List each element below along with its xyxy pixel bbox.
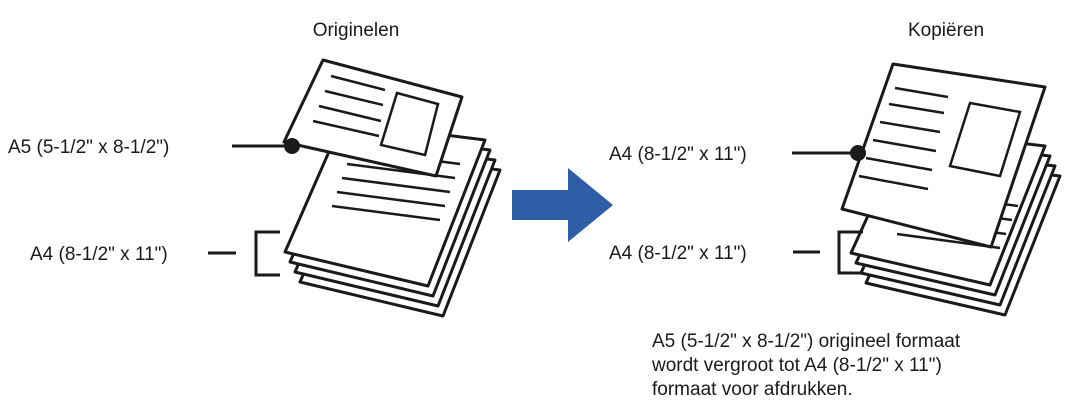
copy-top-dot bbox=[850, 145, 866, 161]
note-line-2: wordt vergroot tot A4 (8-1/2" x 11") bbox=[652, 355, 942, 376]
original-top-label: A5 (5-1/2" x 8-1/2") bbox=[8, 137, 169, 158]
original-top-dot bbox=[284, 138, 300, 154]
original-a5-image-box bbox=[379, 91, 440, 157]
enlarge-arrow-icon bbox=[512, 168, 613, 242]
copy-stack-bracket bbox=[793, 230, 863, 275]
note-line-1: A5 (5-1/2" x 8-1/2") origineel formaat bbox=[652, 331, 961, 352]
note-line-3: formaat voor afdrukken. bbox=[652, 379, 853, 400]
originals-heading: Originelen bbox=[313, 20, 400, 41]
copy-a4-image-box bbox=[948, 101, 1022, 178]
original-stack-label: A4 (8-1/2" x 11") bbox=[30, 244, 168, 265]
original-stack-bracket bbox=[208, 230, 280, 277]
copy-stack-label: A4 (8-1/2" x 11") bbox=[609, 243, 747, 264]
original-a5-sheet bbox=[282, 58, 464, 178]
copy-a4-enlarged-sheet bbox=[840, 62, 1047, 249]
copy-top-label: A4 (8-1/2" x 11") bbox=[609, 144, 747, 165]
copies-heading: Kopiëren bbox=[908, 20, 984, 41]
enlargement-note: A5 (5-1/2" x 8-1/2") origineel formaat w… bbox=[652, 330, 1062, 402]
